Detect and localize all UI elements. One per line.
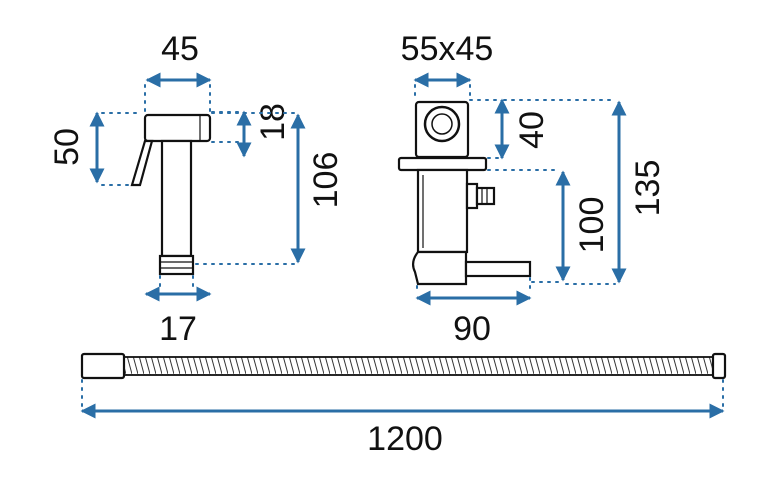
sprayer-drawing [130,113,212,276]
holder-wall-plate [397,156,488,172]
label-sprayer-total-height: 106 [307,152,345,209]
label-holder-depth: 90 [453,310,491,348]
sprayer-dimensions: 45 50 18 106 17 [48,30,345,348]
hose-end-left [80,352,126,380]
holder-lever [464,260,532,278]
label-holder-outlet-height: 100 [573,197,611,254]
sprayer-handle [160,139,193,258]
holder-dimensions: 55x45 40 100 135 90 [401,30,667,348]
label-holder-total-height: 135 [629,160,667,217]
label-sprayer-width: 45 [161,30,199,68]
label-sprayer-nozzle-height: 18 [254,103,292,141]
hose-drawing [80,352,727,380]
label-hose-length: 1200 [367,420,443,458]
sprayer-thread [158,254,195,276]
holder-body [416,168,469,254]
sprayer-lever [130,139,154,187]
label-holder-size: 55x45 [401,30,494,68]
label-sprayer-thread: 17 [159,310,197,348]
hose-braid [123,356,714,376]
holder-drawing [397,100,532,286]
holder-valve [411,250,468,286]
label-holder-top: 40 [513,111,551,149]
holder-outlet-thread [475,186,496,206]
hose-dimensions: 1200 [80,379,725,458]
holder-outlet-nut [465,182,479,210]
label-sprayer-head-height: 50 [48,128,86,166]
hose-end-right [711,352,727,380]
